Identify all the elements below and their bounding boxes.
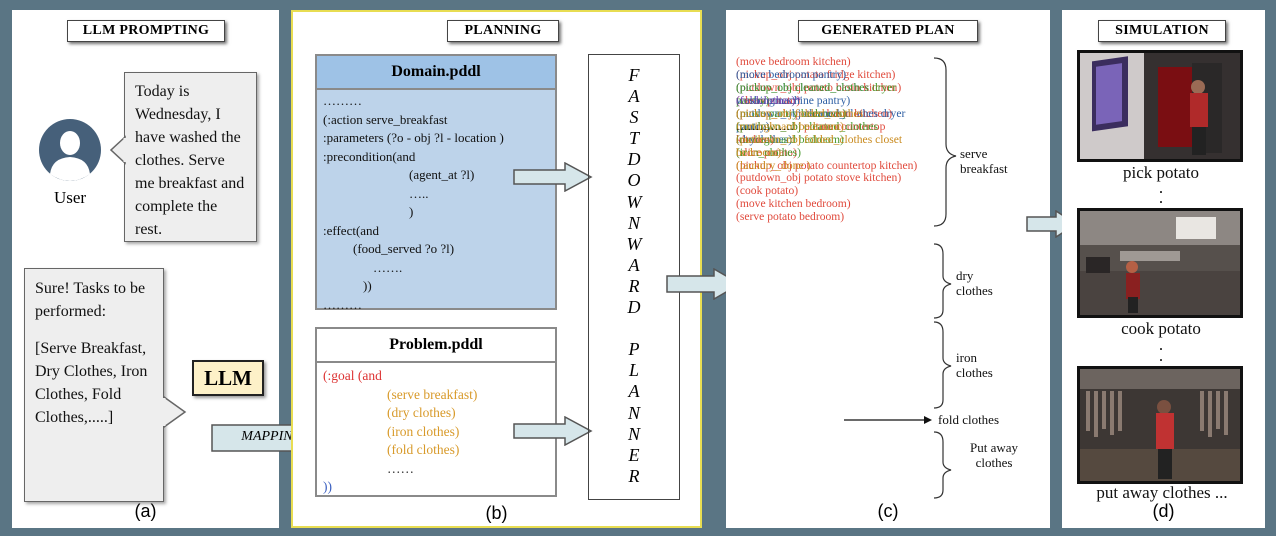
caption-d: (d) [1152, 501, 1175, 521]
sim-caption-cook-potato: cook potato [1121, 319, 1201, 338]
label-fold-clothes: fold clothes [938, 412, 1000, 427]
bubble-tail [163, 395, 187, 429]
panel-llm-prompting: LLM PROMPTING User Today is Wednesday, I… [12, 10, 279, 528]
planner-letter: N [627, 212, 640, 233]
planner-letter: W [626, 233, 642, 254]
planner-letter: E [628, 444, 640, 465]
llm-response-bubble: Sure! Tasks to be performed: [Serve Brea… [24, 268, 164, 502]
problem-header: Problem.pddl [317, 329, 555, 363]
panel-title: SIMULATION [1098, 20, 1226, 42]
mapping-label: MAPPING [241, 429, 303, 444]
sim-ellipsis: . [1158, 346, 1164, 365]
planner-letter: F [628, 65, 640, 85]
domain-to-planner-arrow [513, 162, 593, 192]
planner-letter: A [628, 254, 640, 275]
plan-braces [844, 57, 957, 499]
label-dry-clothes: dry clothes [956, 268, 993, 298]
llm-badge: LLM [192, 360, 264, 396]
plan-group-breakfast: (move bedroom kitchen) (pickup_obj potat… [736, 55, 918, 224]
panel-title: LLM PROMPTING [67, 20, 225, 42]
planner-letter: S [629, 107, 639, 128]
domain-pddl-box: Domain.pddl ……… (:action serve_breakfast… [315, 54, 557, 312]
planner-letter: N [627, 423, 640, 444]
plan-group-away: (pickup_obj folded_clothes ironingboard … [736, 106, 903, 172]
planner-letter: R [628, 465, 640, 486]
label-put-away-clothes: Put away clothes [969, 440, 1019, 470]
label-serve-breakfast: serve breakfast [960, 146, 1008, 176]
sim-ellipsis: . [1158, 178, 1164, 197]
caption-b: (b) [485, 503, 508, 523]
simulation-frame-pick-potato [1077, 50, 1243, 162]
caption-c: (c) [877, 501, 899, 521]
panel-planning: PLANNING Domain.pddl ……… (:action serve_… [291, 10, 702, 528]
planner-letter: D [627, 149, 641, 170]
domain-header: Domain.pddl [317, 56, 555, 90]
llm-response-intro: Sure! Tasks to be performed: [35, 280, 146, 320]
problem-pddl-box: Problem.pddl (:goal (and (serve breakfas… [315, 327, 557, 497]
plan-group-iron: (pickup_obj cleaned_clothes dryer pantry… [736, 80, 897, 159]
user-message-bubble: Today is Wednesday, I have washed the cl… [124, 72, 257, 242]
planner-letter [589, 318, 679, 339]
panel-generated-plan: GENERATED PLAN (move bedroom kitchen) (p… [726, 10, 1050, 528]
sim-ellipsis: . [1158, 188, 1164, 207]
simulation-frame-put-away-clothes [1077, 366, 1243, 484]
llm-response-list: [Serve Breakfast, Dry Clothes, Iron Clot… [35, 340, 148, 426]
plan-trailing: …………… [736, 119, 794, 133]
user-label: User [53, 188, 87, 207]
plan-actions: (move bedroom kitchen) (pickup_obj potat… [736, 55, 918, 224]
panel-simulation: SIMULATION pick potato . . [1062, 10, 1265, 528]
planner-letter: W [626, 191, 642, 212]
bubble-tail [110, 135, 126, 165]
sim-caption-pick-potato: pick potato [1122, 163, 1199, 182]
planner-letter: D [627, 297, 641, 318]
planner-letter: A [628, 86, 640, 107]
problem-code: (:goal (and (serve breakfast) (dry cloth… [323, 368, 478, 494]
panel-title: PLANNING [447, 20, 559, 42]
panel-title: GENERATED PLAN [798, 20, 978, 42]
planner-letter: L [628, 360, 639, 381]
user-message-text: Today is Wednesday, I have washed the cl… [135, 83, 245, 238]
sim-ellipsis: . [1158, 335, 1164, 354]
simulation-frame-cook-potato [1077, 208, 1243, 318]
domain-code: ……… (:action serve_breakfast :parameters… [323, 93, 504, 312]
planner-letter: A [628, 381, 640, 402]
planner-letter: N [627, 402, 640, 423]
label-iron-clothes: iron clothes [956, 350, 993, 380]
plan-group-fold: (foldclothes)* [736, 93, 802, 107]
planner-letter: T [628, 128, 639, 149]
caption-a: (a) [134, 501, 157, 521]
user-avatar-icon [38, 118, 102, 182]
planner-letter: P [628, 339, 640, 360]
plan-group-dry: (move bedroom pantry) (pickup_obj cleane… [736, 67, 906, 146]
sim-caption-put-away-clothes: put away clothes ... [1096, 483, 1228, 502]
planner-letter: O [627, 170, 641, 191]
planner-letter: R [628, 275, 640, 296]
problem-to-planner-arrow [513, 416, 593, 446]
